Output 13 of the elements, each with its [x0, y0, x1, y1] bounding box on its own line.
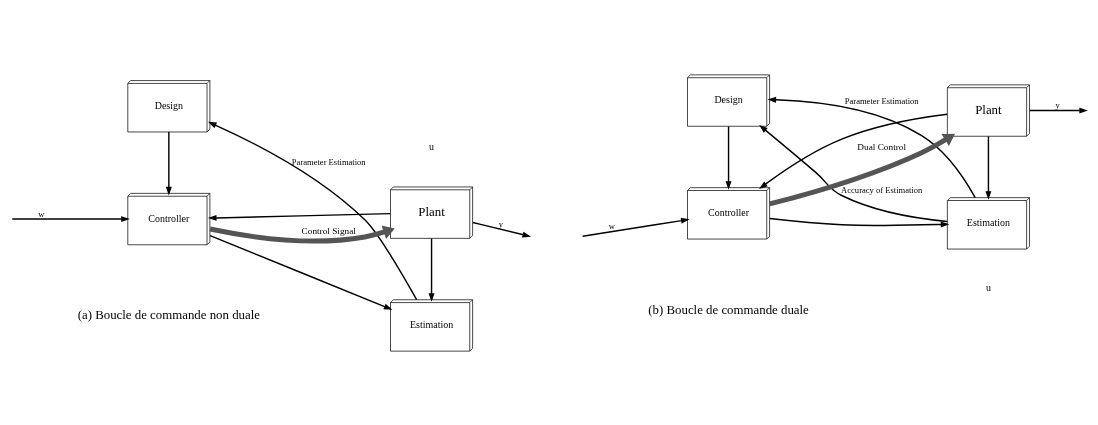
label: u [985, 281, 991, 293]
label: u [429, 140, 435, 152]
edge-label: y [1055, 99, 1060, 110]
label: (a) Boucle de commande non duale [77, 307, 260, 322]
edge-label: Accuracy of Estimation [841, 184, 923, 195]
edge-label: w [38, 208, 45, 219]
edge-label: Parameter Estimation [291, 156, 366, 167]
edge-label: w [608, 220, 615, 231]
edge-label: Dual Control [857, 141, 907, 152]
label: (b) Boucle de commande duale [648, 302, 809, 317]
edge-label: Parameter Estimation [844, 95, 919, 106]
edge-label: y [498, 218, 503, 229]
edge-label: Control Signal [301, 225, 356, 236]
